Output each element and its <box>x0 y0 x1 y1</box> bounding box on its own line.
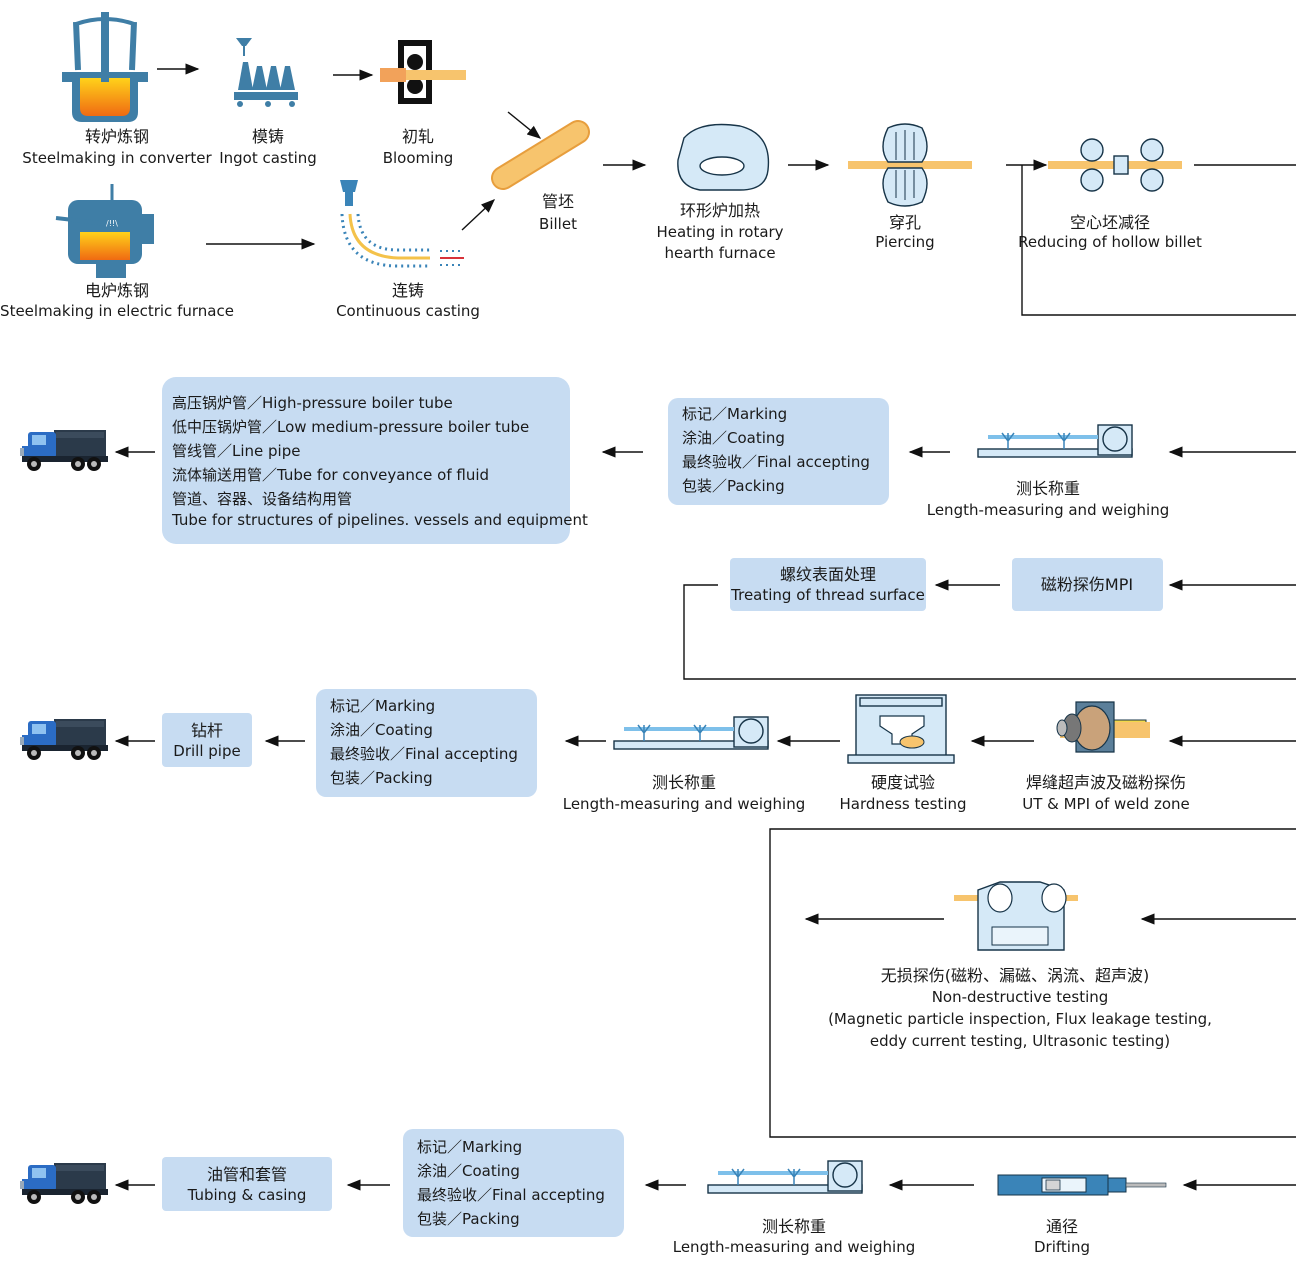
blooming-mill-icon <box>380 40 466 104</box>
finishing-box-row2: 标记／Marking 涂油／Coating 最终验收／Final accepti… <box>668 398 889 505</box>
length-measuring-icon-row6 <box>707 1160 863 1194</box>
bypass-line-reducing <box>1021 165 1296 316</box>
finishing-row2-coating: 涂油／Coating <box>682 429 785 447</box>
product-item: Tube for structures of pipelines. vessel… <box>171 511 588 529</box>
electric-furnace-icon: /!!\ <box>55 184 154 278</box>
svg-text:/!!\: /!!\ <box>106 219 118 228</box>
ingot-en-label: Ingot casting <box>219 149 317 167</box>
blooming-cn-label: 初轧 <box>402 127 434 146</box>
measure-row6-en-label: Length-measuring and weighing <box>673 1238 916 1256</box>
finishing-box-row6: 标记／Marking 涂油／Coating 最终验收／Final accepti… <box>403 1129 624 1237</box>
arrow-blooming-to-billet <box>507 111 542 139</box>
rotary-furnace-icon <box>677 123 770 191</box>
finishing-row4-packing: 包装／Packing <box>330 769 433 787</box>
ndt-cn-label: 无损探伤(磁粉、漏磁、涡流、超声波) <box>881 966 1150 985</box>
electric-cn-label: 电炉炼钢 <box>85 281 149 300</box>
ndt-en-label-3: eddy current testing, Ultrasonic testing… <box>870 1032 1170 1050</box>
continuous-cn-label: 连铸 <box>392 281 424 300</box>
thread-en-label: Treating of thread surface <box>730 586 925 604</box>
finishing-row4-coating: 涂油／Coating <box>330 721 433 739</box>
rotary-cn-label: 环形炉加热 <box>680 201 760 220</box>
length-measuring-icon-row4 <box>613 716 769 750</box>
product-item: 低中压锅炉管／Low medium-pressure boiler tube <box>172 418 529 436</box>
hardness-tester-icon <box>847 694 955 764</box>
delivery-truck-icon <box>20 430 108 471</box>
finishing-row4-accepting: 最终验收／Final accepting <box>330 745 518 763</box>
continuous-casting-icon <box>340 180 464 268</box>
measure-row6-cn-label: 测长称重 <box>762 1217 826 1236</box>
reducing-en-label: Reducing of hollow billet <box>1018 233 1202 251</box>
hardness-cn-label: 硬度试验 <box>871 773 935 792</box>
arrow-continuous-to-billet <box>461 199 496 231</box>
weld-cn-label: 焊缝超声波及磁粉探伤 <box>1026 773 1186 792</box>
weld-en-label: UT & MPI of weld zone <box>1022 795 1190 813</box>
product-item: 管线管／Line pipe <box>172 442 300 460</box>
weld-ut-mpi-icon <box>1056 701 1150 753</box>
piercing-mill-icon <box>848 123 972 207</box>
ndt-en-label-1: Non-destructive testing <box>932 988 1109 1006</box>
measure-row4-cn-label: 测长称重 <box>652 773 716 792</box>
tubing-en-label: Tubing & casing <box>187 1186 307 1204</box>
converter-en-label: Steelmaking in converter <box>22 149 212 167</box>
finishing-box-row4: 标记／Marking 涂油／Coating 最终验收／Final accepti… <box>316 689 537 797</box>
finishing-row2-accepting: 最终验收／Final accepting <box>682 453 870 471</box>
drifting-cn-label: 通径 <box>1046 1217 1078 1236</box>
products-box: 高压锅炉管／High-pressure boiler tube 低中压锅炉管／L… <box>162 377 588 544</box>
billet-cn-label: 管坯 <box>542 192 574 211</box>
drifting-device-icon <box>997 1174 1167 1196</box>
piercing-en-label: Piercing <box>875 233 934 251</box>
product-item: 管道、容器、设备结构用管 <box>172 490 352 508</box>
finishing-row6-marking: 标记／Marking <box>417 1138 522 1156</box>
finishing-row6-packing: 包装／Packing <box>417 1210 520 1228</box>
drill-en-label: Drill pipe <box>173 742 240 760</box>
ndt-device-icon <box>954 881 1078 951</box>
tubing-cn-label: 油管和套管 <box>207 1165 287 1184</box>
ingot-cn-label: 模铸 <box>252 127 284 146</box>
measure-row2-cn-label: 测长称重 <box>1016 479 1080 498</box>
delivery-truck-icon <box>20 1163 108 1204</box>
hardness-en-label: Hardness testing <box>839 795 966 813</box>
finishing-row2-marking: 标记／Marking <box>682 405 787 423</box>
continuous-en-label: Continuous casting <box>336 302 480 320</box>
drill-pipe-box: 钻杆 Drill pipe <box>162 713 252 767</box>
finishing-row6-accepting: 最终验收／Final accepting <box>417 1186 605 1204</box>
mpi-label: 磁粉探伤MPI <box>1041 575 1133 594</box>
product-item: 流体输送用管／Tube for conveyance of fluid <box>172 466 489 484</box>
ndt-en-label-2: (Magnetic particle inspection, Flux leak… <box>828 1010 1212 1028</box>
loop-line-thread <box>683 584 1296 680</box>
converter-icon <box>62 12 148 122</box>
finishing-row6-coating: 涂油／Coating <box>417 1162 520 1180</box>
length-measuring-icon-row2 <box>977 424 1133 458</box>
tubing-casing-box: 油管和套管 Tubing & casing <box>162 1157 332 1211</box>
measure-row4-en-label: Length-measuring and weighing <box>563 795 806 813</box>
rotary-en-label-2: hearth furnace <box>664 244 775 262</box>
finishing-row4-marking: 标记／Marking <box>330 697 435 715</box>
electric-en-label: Steelmaking in electric furnace <box>0 302 234 320</box>
product-item: 高压锅炉管／High-pressure boiler tube <box>172 394 453 412</box>
reducing-mill-icon <box>1048 138 1182 192</box>
ingot-casting-icon <box>234 38 298 107</box>
measure-row2-en-label: Length-measuring and weighing <box>927 501 1170 519</box>
finishing-row2-packing: 包装／Packing <box>682 477 785 495</box>
reducing-cn-label: 空心坯减径 <box>1070 213 1150 232</box>
thread-treatment-box: 螺纹表面处理 Treating of thread surface <box>730 558 926 611</box>
drifting-en-label: Drifting <box>1034 1238 1090 1256</box>
billet-en-label: Billet <box>539 215 577 233</box>
ndt-frame <box>769 828 1296 1138</box>
mpi-box: 磁粉探伤MPI <box>1012 558 1163 611</box>
piercing-cn-label: 穿孔 <box>889 213 921 232</box>
delivery-truck-icon <box>20 719 108 760</box>
drill-cn-label: 钻杆 <box>191 721 223 740</box>
billet-icon <box>491 120 590 190</box>
converter-cn-label: 转炉炼钢 <box>85 127 149 146</box>
rotary-en-label-1: Heating in rotary <box>656 223 783 241</box>
blooming-en-label: Blooming <box>383 149 454 167</box>
thread-cn-label: 螺纹表面处理 <box>780 565 876 584</box>
